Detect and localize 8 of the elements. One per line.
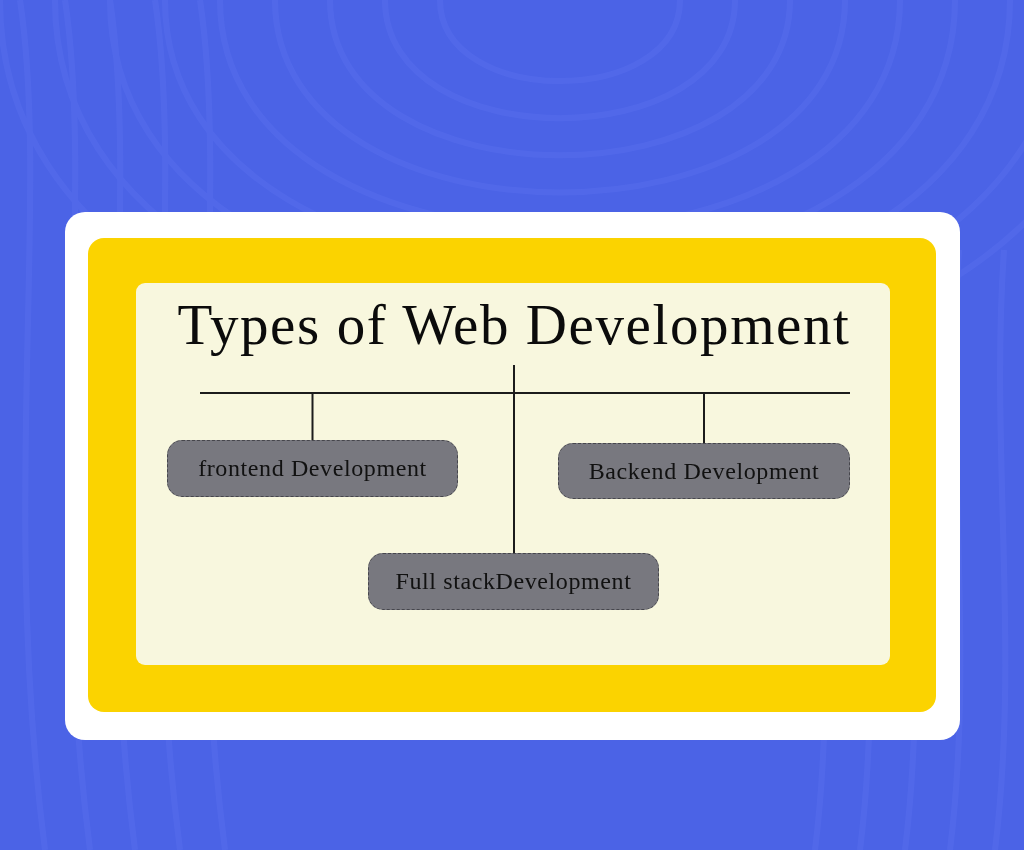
category-box [167, 440, 458, 497]
category-box [368, 553, 659, 610]
connector-line [513, 364, 515, 554]
box-label: Full stackDevelopment [395, 568, 632, 595]
box-label: Backend Development [588, 457, 820, 485]
category-box [558, 443, 850, 499]
diagram-title: Types of Web Development [136, 290, 892, 358]
box-label: frontend Development [198, 455, 427, 482]
